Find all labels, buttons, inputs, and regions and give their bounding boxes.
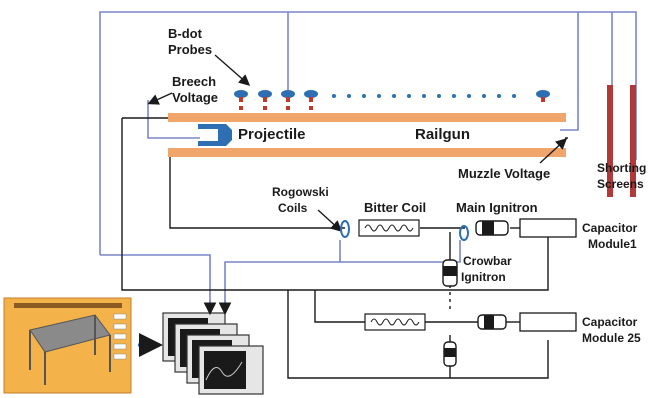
bdot-probes [234, 90, 550, 110]
capacitor-module-icon [519, 218, 577, 238]
cap25-label-line2: Module 25 [582, 331, 641, 345]
rogowski-arrow [317, 209, 343, 232]
projectile-label: Projectile [238, 126, 306, 143]
probe-red-marks [239, 106, 313, 110]
bdot-probe-icon [304, 90, 318, 102]
oscilloscope-icon [198, 345, 264, 395]
module25-feed-wire [314, 290, 365, 323]
projectile-icon [198, 124, 232, 146]
breech-label-line2: Voltage [172, 90, 218, 105]
bdot-probe-icon [281, 90, 295, 102]
breech-label-line1: Breech [172, 74, 216, 89]
probe-ellipsis-dots [332, 94, 516, 98]
signal-to-scope-1 [100, 254, 211, 310]
muzzle-arrow [539, 138, 568, 164]
bdot-probe-icon [258, 90, 272, 102]
breech-arrow [147, 92, 173, 105]
rogowski-label-line2: Coils [278, 201, 308, 215]
crowbar-label-line2: Ignitron [461, 270, 506, 284]
shorting-label-line2: Screens [597, 177, 644, 191]
computer-screen-icon [3, 297, 132, 394]
bitter-coil-label: Bitter Coil [364, 200, 426, 215]
bdot-arrow [214, 54, 251, 86]
return-wire-1 [121, 118, 549, 291]
rogowski-coil-icon [340, 220, 350, 238]
ignitron-icon [443, 341, 457, 367]
capacitor-module-icon [519, 312, 577, 332]
muzzle-label: Muzzle Voltage [458, 166, 550, 181]
shorting-label-line1: Shorting [597, 161, 646, 175]
ignitron-icon [475, 220, 509, 236]
muzzle-feed-wire [560, 12, 579, 131]
bdot-label-line2: Probes [168, 42, 212, 57]
bdot-probe-icon [536, 90, 550, 102]
lower-rail [168, 148, 566, 157]
breech-feed-wire [147, 100, 200, 139]
crowbar-label-line1: Crowbar [463, 254, 512, 268]
bdot-label-line1: B-dot [168, 26, 203, 41]
ignitron-icon [442, 259, 458, 287]
cap1-label-line1: Capacitor [582, 221, 638, 235]
cap25-label-line1: Capacitor [582, 315, 638, 329]
ignitron-icon [477, 314, 507, 330]
rogowski-coil-icon [459, 225, 469, 241]
black-circuit-wires [121, 117, 568, 379]
return-wire-2 [287, 290, 549, 379]
shorting-screen-icon [630, 85, 636, 197]
annotation-arrows [147, 54, 568, 232]
rogowski-blue-wire [340, 240, 461, 263]
upper-rail [168, 113, 566, 122]
main-ignitron-label: Main Ignitron [456, 200, 538, 215]
signal-to-scope-2 [224, 240, 341, 310]
railgun-label: Railgun [415, 126, 470, 143]
rail-to-coil-wire [169, 155, 345, 229]
oscilloscope-stack [162, 312, 264, 395]
rogowski-label-line1: Rogowski [272, 185, 329, 199]
bitter-coil-icon [358, 219, 420, 237]
bitter-coil-icon [364, 313, 426, 331]
cap1-label-line2: Module1 [588, 237, 637, 251]
shorting-screen-icon [607, 85, 613, 197]
bdot-probe-icon [234, 90, 248, 102]
